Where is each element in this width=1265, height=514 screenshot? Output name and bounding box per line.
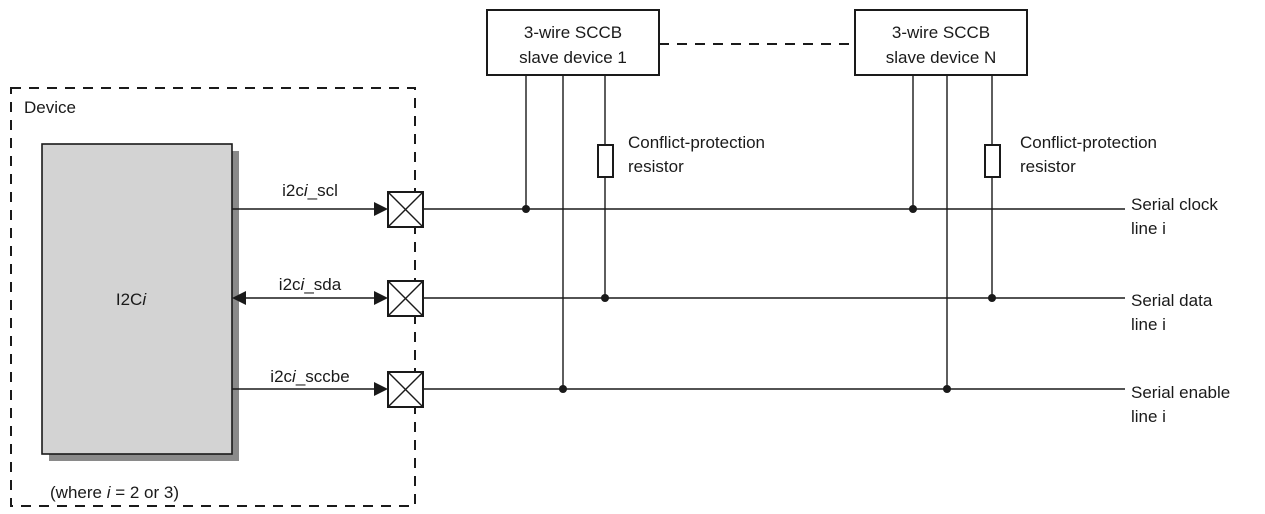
serial-enable-label-line2: line i — [1131, 407, 1166, 426]
serial-enable-label-line1: Serial enable — [1131, 383, 1230, 402]
slave-n-resistor-label-line1: Conflict-protection — [1020, 133, 1157, 152]
slave-1-resistor-icon — [597, 144, 614, 178]
junction-dot — [559, 385, 567, 393]
sda-pad-icon — [387, 280, 424, 317]
sda-signal-label: i2ci_sda — [279, 275, 342, 294]
scl-pad-icon — [387, 191, 424, 228]
slave-device-1-box — [486, 9, 660, 76]
device-footnote: (where i = 2 or 3) — [50, 483, 179, 502]
junction-dot — [522, 205, 530, 213]
serial-clock-label-line1: Serial clock — [1131, 195, 1218, 214]
scl-signal-label: i2ci_scl — [282, 181, 338, 200]
junction-dot — [988, 294, 996, 302]
sccbe-pad-icon — [387, 371, 424, 408]
serial-clock-label-line2: line i — [1131, 219, 1166, 238]
slave-device-1-line1: 3-wire SCCB — [524, 23, 622, 42]
device-label: Device — [24, 98, 76, 117]
slave-device-1-line2: slave device 1 — [519, 48, 627, 67]
slave-device-n-box — [854, 9, 1028, 76]
slave-1-resistor-label-line1: Conflict-protection — [628, 133, 765, 152]
scl-arrow-icon — [374, 202, 388, 216]
serial-data-label-line2: line i — [1131, 315, 1166, 334]
i2c-block-label: I2Ci — [116, 290, 147, 309]
sccbe-arrow-icon — [374, 382, 388, 396]
sccbe-signal-label: i2ci_sccbe — [270, 367, 349, 386]
slave-n-resistor-label-line2: resistor — [1020, 157, 1076, 176]
sda-right-arrow-icon — [374, 291, 388, 305]
slave-device-n-line1: 3-wire SCCB — [892, 23, 990, 42]
junction-dot — [909, 205, 917, 213]
slave-1-resistor-label-line2: resistor — [628, 157, 684, 176]
slave-device-n-line2: slave device N — [886, 48, 997, 67]
slave-n-resistor-icon — [984, 144, 1001, 178]
junction-dot — [601, 294, 609, 302]
i2c-block — [41, 143, 233, 455]
junction-dot — [943, 385, 951, 393]
serial-data-label-line1: Serial data — [1131, 291, 1213, 310]
sda-left-arrow-icon — [232, 291, 246, 305]
